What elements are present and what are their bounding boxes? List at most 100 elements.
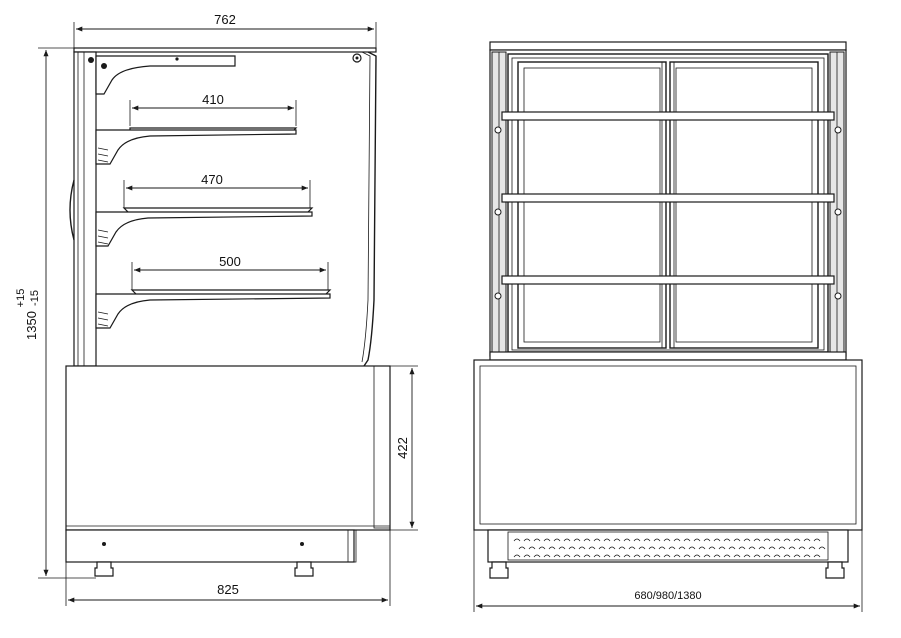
grille-slot [543, 538, 551, 542]
grille-slot [733, 554, 741, 558]
grille-slot [593, 554, 601, 558]
grille-slot [528, 546, 536, 550]
grille-slot [633, 538, 641, 542]
grille-slot [688, 546, 696, 550]
grille-slot [683, 538, 691, 542]
dim-width-options: 680/980/1380 [473, 530, 863, 612]
shelf-3: 500 [95, 254, 332, 329]
grille-slot [593, 538, 601, 542]
grille-slot [693, 554, 701, 558]
front-view: 680/980/1380 [473, 41, 863, 612]
label-410: 410 [202, 92, 224, 107]
grille-slot [613, 554, 621, 558]
grille-slot [753, 538, 761, 542]
grille-slot [548, 546, 556, 550]
grille-slot [768, 546, 776, 550]
grille-slot [513, 554, 521, 558]
grille-slot [773, 554, 781, 558]
grille-slot [698, 546, 706, 550]
grille-slot [623, 554, 631, 558]
dim-height-base: 422 [390, 365, 418, 531]
label-1350-plus: +15 [15, 289, 27, 308]
grille-slot [513, 538, 521, 542]
grille-slot [653, 554, 661, 558]
grille-slot [758, 546, 766, 550]
grille-slot [583, 538, 591, 542]
grille-slot [663, 538, 671, 542]
grille-slot [743, 554, 751, 558]
grille-slot [693, 538, 701, 542]
shelf-1: 410 [95, 92, 298, 165]
grille-slot [793, 538, 801, 542]
grille-slot [633, 554, 641, 558]
grille-slot [613, 538, 621, 542]
grille-slot [553, 554, 561, 558]
grille-slot [783, 538, 791, 542]
grille-slot [608, 546, 616, 550]
label-500: 500 [219, 254, 241, 269]
grille-slot [658, 546, 666, 550]
grille-slot [713, 538, 721, 542]
grille-slot [533, 538, 541, 542]
grille-slot [663, 554, 671, 558]
grille-slot [803, 554, 811, 558]
grille-slot [603, 538, 611, 542]
grille-slot [818, 546, 826, 550]
grille-slot [573, 554, 581, 558]
grille-slot [653, 538, 661, 542]
grille-slot [563, 538, 571, 542]
grille-slot [728, 546, 736, 550]
grille-slot [713, 554, 721, 558]
label-470: 470 [201, 172, 223, 187]
grille-slot [628, 546, 636, 550]
grille-slot [723, 554, 731, 558]
grille-slot [748, 546, 756, 550]
grille-slot [523, 554, 531, 558]
grille-slot [553, 538, 561, 542]
grille-slot [648, 546, 656, 550]
dim-width-base: 825 [65, 530, 391, 606]
grille-slot [583, 554, 591, 558]
grille-slot [673, 554, 681, 558]
grille-slot [673, 538, 681, 542]
grille-slot [623, 538, 631, 542]
grille-slot [718, 546, 726, 550]
dim-width-top: 762 [73, 12, 377, 52]
grille-slot [603, 554, 611, 558]
grille-slot [643, 554, 651, 558]
grille-slot [733, 538, 741, 542]
grille-slot [568, 546, 576, 550]
grille-slot [793, 554, 801, 558]
grille-slot [783, 554, 791, 558]
grille-slot [598, 546, 606, 550]
shelf-2: 470 [95, 172, 314, 247]
grille-slot [578, 546, 586, 550]
dim-height-total: 1350 +15 -15 [15, 47, 96, 579]
grille-slot [813, 554, 821, 558]
grille-slot [518, 546, 526, 550]
grille-slot [683, 554, 691, 558]
grille-slot [743, 538, 751, 542]
grille-slot [703, 554, 711, 558]
grille-slot [668, 546, 676, 550]
grille-slot [778, 546, 786, 550]
label-1350: 1350 [24, 311, 39, 340]
grille-slot [538, 546, 546, 550]
grille-slot [533, 554, 541, 558]
grille-slot [813, 538, 821, 542]
grille-slot [563, 554, 571, 558]
grille-slot [808, 546, 816, 550]
grille-slot [618, 546, 626, 550]
grille-slot [798, 546, 806, 550]
grille-slot [773, 538, 781, 542]
grille-slot [638, 546, 646, 550]
label-825: 825 [217, 582, 239, 597]
label-762: 762 [214, 12, 236, 27]
grille-slot [738, 546, 746, 550]
grille-slot [753, 554, 761, 558]
grille-slot [678, 546, 686, 550]
side-view: 762 410 [15, 12, 418, 606]
grille-slot [708, 546, 716, 550]
grille-slot [558, 546, 566, 550]
grille-slot [573, 538, 581, 542]
